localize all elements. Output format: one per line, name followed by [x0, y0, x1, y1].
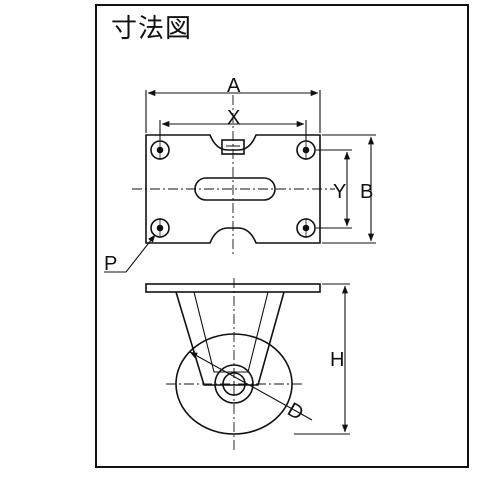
- label-a: A: [227, 75, 241, 97]
- top-view: [132, 95, 335, 255]
- label-b: B: [360, 181, 373, 203]
- dimension-d: [189, 351, 313, 421]
- bracket: [175, 291, 285, 386]
- dimension-x: [159, 120, 307, 140]
- label-x: X: [227, 107, 240, 129]
- dimension-a: [145, 89, 321, 133]
- label-h: H: [330, 349, 344, 371]
- dimension-h: [294, 283, 350, 435]
- label-d: D: [283, 399, 307, 425]
- drawing-title: 寸法図: [111, 14, 193, 44]
- dimension-b: [322, 134, 376, 244]
- leader-p: [104, 234, 156, 273]
- label-p: P: [104, 253, 117, 275]
- side-top-plate: [145, 283, 321, 293]
- side-view: [145, 278, 321, 452]
- label-y: Y: [333, 181, 346, 203]
- dimension-y: [316, 149, 352, 229]
